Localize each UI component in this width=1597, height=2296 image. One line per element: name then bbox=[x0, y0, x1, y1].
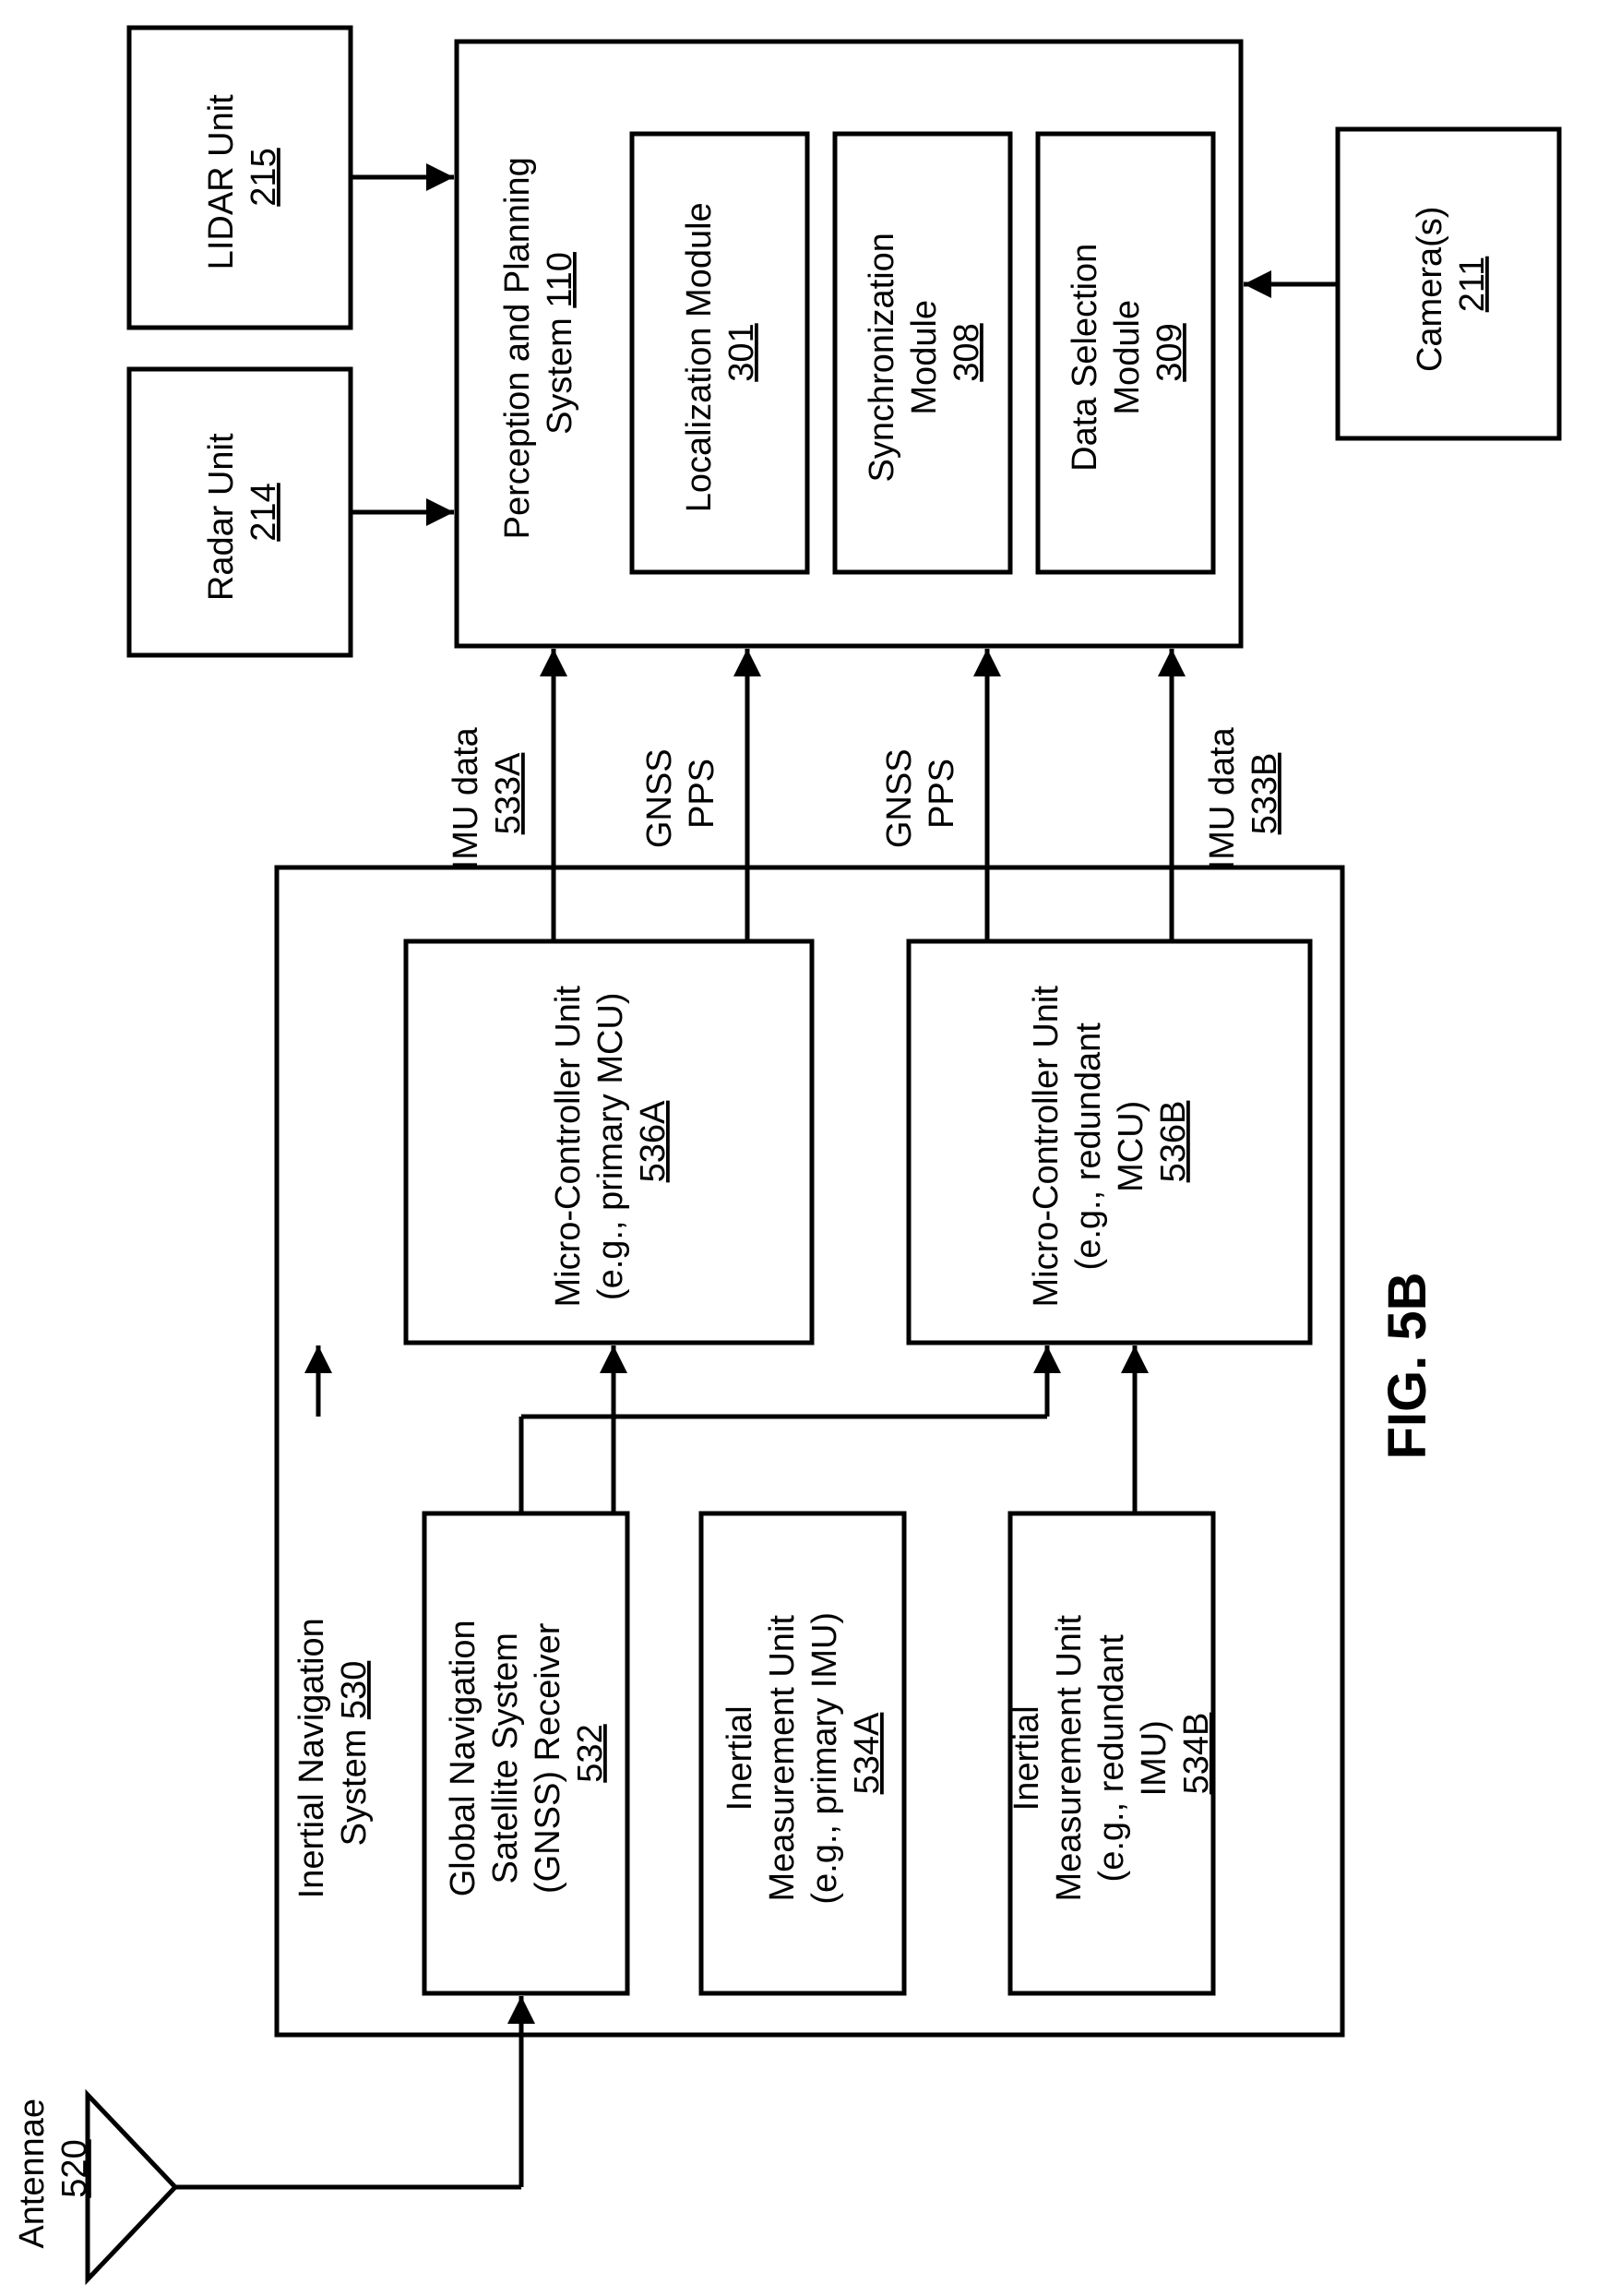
antenna-label: Antennae 520 bbox=[13, 2088, 94, 2248]
synchronization-module-box bbox=[832, 131, 1013, 575]
mcu-redundant-label: Micro-Controller Unit (e.g., redundant M… bbox=[1027, 976, 1193, 1308]
gnss-receiver-box bbox=[422, 1511, 630, 1996]
ins-label: Inertial Navigation System 530 bbox=[292, 1608, 374, 1899]
localization-module-label: Localization Module 301 bbox=[680, 193, 761, 512]
mcu-primary-box bbox=[403, 939, 815, 1345]
antenna-symbol bbox=[85, 2088, 521, 2286]
gnss-pps-b-label: GNSS PPS bbox=[880, 739, 961, 848]
data-selection-module-label: Data Selection Module 309 bbox=[1066, 233, 1189, 472]
data-selection-module-box bbox=[1035, 131, 1216, 575]
imu-data-533b-label: IMU data 533B bbox=[1203, 718, 1284, 870]
imu-primary-label: Inertial Measurement Unit (e.g., primary… bbox=[721, 1602, 887, 1904]
figure-label: FIG. 5B bbox=[1377, 1272, 1437, 1459]
imu-redundant-box bbox=[1007, 1511, 1216, 1996]
mcu-primary-label: Micro-Controller Unit (e.g., primary MCU… bbox=[549, 976, 673, 1308]
imu-data-533a-label: IMU data 533A bbox=[447, 718, 528, 870]
imu-redundant-label: Inertial Measurement Unit (e.g., redunda… bbox=[1007, 1605, 1216, 1901]
mcu-redundant-box bbox=[906, 939, 1313, 1345]
perception-planning-system-box bbox=[454, 39, 1244, 649]
imu-primary-box bbox=[698, 1511, 907, 1996]
localization-module-box bbox=[629, 131, 810, 575]
synchronization-module-label: Synchronization Module 308 bbox=[863, 223, 986, 483]
gnss-receiver-label: Global Navigation Satellite System (GNSS… bbox=[444, 1610, 610, 1897]
inertial-navigation-system-box bbox=[274, 865, 1345, 2038]
gnss-pps-a-label: GNSS PPS bbox=[640, 739, 721, 848]
perception-planning-label: Perception and Planning System 110 bbox=[498, 148, 579, 540]
camera-label: Camera(s) 211 bbox=[1411, 197, 1492, 372]
radar-unit-label: Radar Unit 214 bbox=[202, 424, 283, 601]
lidar-unit-label: LIDAR Unit 215 bbox=[202, 85, 283, 270]
